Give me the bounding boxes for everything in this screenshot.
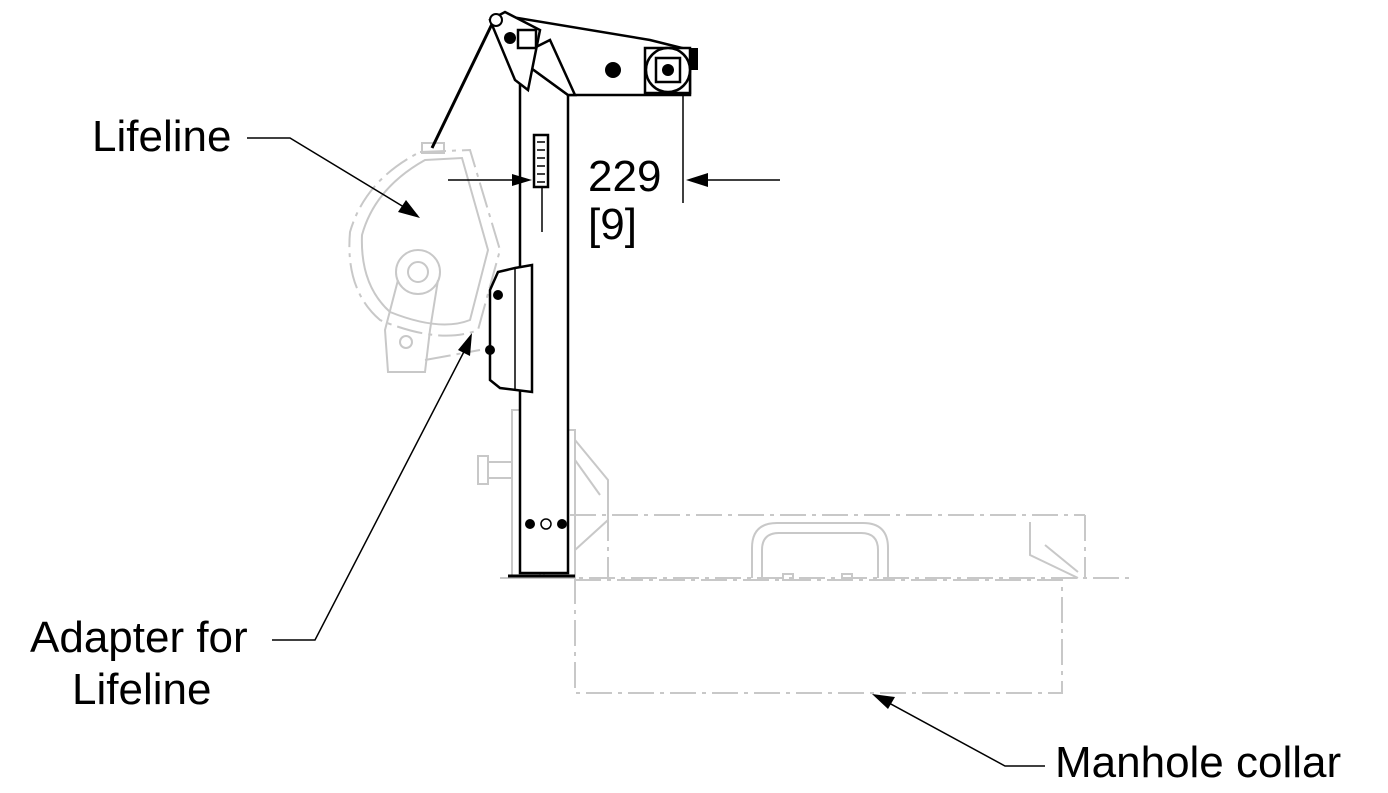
adapter-label-line1: Adapter for (30, 613, 248, 662)
dimension-inch-label: [9] (588, 200, 637, 249)
leader-lines (247, 137, 1045, 767)
dimension-229 (448, 95, 780, 203)
dimension-mm-label: 229 (588, 152, 662, 201)
adapter-label-line2: Lifeline (72, 665, 212, 714)
adapter-drawing (485, 133, 550, 394)
davit-arm-drawing (430, 10, 698, 578)
lifeline-device-drawing (348, 142, 502, 373)
manhole-collar-drawing (505, 514, 1130, 694)
lifeline-label: Lifeline (92, 112, 232, 161)
manhole-collar-label: Manhole collar (1055, 738, 1342, 787)
